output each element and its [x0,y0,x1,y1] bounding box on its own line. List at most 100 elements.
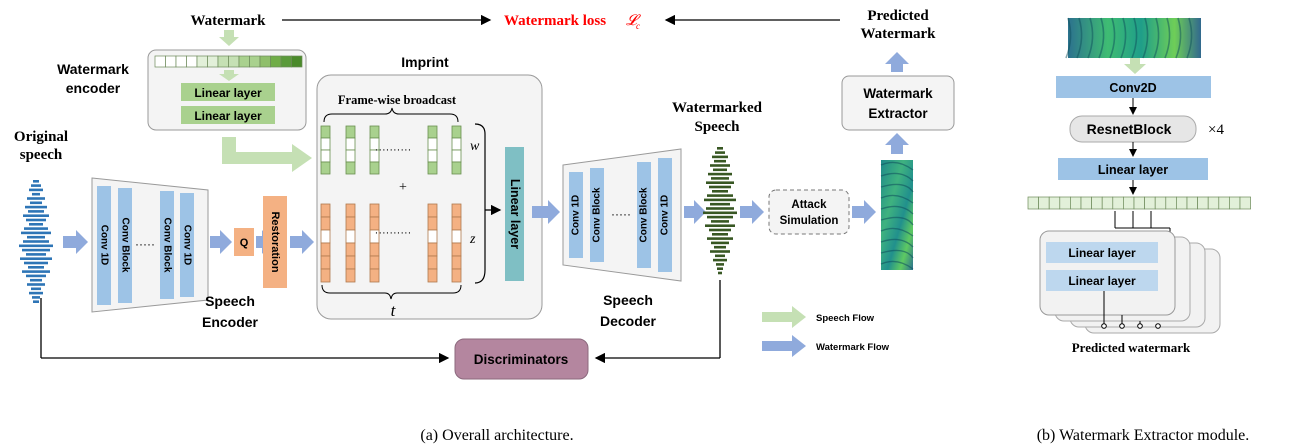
waveform-bar [712,155,728,159]
speech-feature-cell [427,229,438,244]
head-linear-layer-1 [1046,242,1158,263]
conv2d-label: Conv2D [1109,81,1156,95]
watermark-feature-cell [427,125,438,139]
waveform-bar [32,192,40,196]
speech-feature-cell [427,242,438,257]
attack-simulation-label-line2: Simulation [780,215,839,227]
speech-feature-cell [345,255,356,270]
dec-conv1d-block [569,172,583,258]
watermark-flow-arrow [210,230,232,254]
predicted-watermark-label: Predicted watermark [1072,340,1191,355]
spectrogram-stripe [1164,17,1171,59]
discriminators-label: Discriminators [474,352,569,367]
loss-subscript: c [636,21,640,31]
output-pins [1101,291,1161,329]
z-label: z [469,232,476,247]
waveform-bar [24,227,48,230]
feature-bit-cell [1207,196,1220,210]
watermark-flow-arrow [532,200,560,224]
w-dots: ·········· [375,144,412,156]
waveform-bar [707,194,733,197]
wm-encoder-linear-layer-2 [181,106,275,124]
waveform-bar [21,231,51,235]
spectrogram-stripe [880,194,914,204]
waveform-bar [19,244,53,248]
caption-b: (b) Watermark Extractor module. [1037,427,1250,444]
waveform-bar [713,258,727,262]
predicted-label-line1: Predicted [867,8,929,24]
speech-feature-cell [369,268,380,283]
resnet-label: ResnetBlock [1087,121,1172,137]
spectrogram-stripe [1087,17,1094,59]
speech-feature-cell [451,242,462,257]
head-linear-layer-1-label: Linear layer [1068,246,1136,260]
speech-feature-cell [345,268,356,283]
feature-bit-cell [1218,196,1230,210]
watermark-feature-cell [369,125,380,139]
waveform-bar [717,147,723,150]
legend-speech-flow-arrow [762,306,806,328]
watermarked-speech-label-line1: Watermarked [672,100,763,116]
spectrogram-stripe [880,227,914,237]
waveform-bar [29,188,43,192]
feature-bit-cell [1186,196,1198,210]
extractor-linear-layer [1058,158,1208,180]
speech-feature-cell [345,242,356,257]
w-label: w [470,139,480,154]
t-label: t [391,301,397,320]
speech-feature-cell [320,216,331,231]
waveform-bar [32,296,40,299]
watermark-feature-cell [451,161,462,175]
watermark-flow-arrow [740,200,764,224]
waveform-bar [711,241,729,245]
feature-bit-cell [1197,196,1209,210]
waveform-bar [29,223,43,226]
enc-conv1d-block-2 [180,193,194,297]
waveform-bar [718,271,722,275]
speech-feature-cell [320,203,331,218]
quantizer-block [234,228,254,256]
feature-bit-cell [1091,196,1103,210]
speech-feature-cell [451,216,462,231]
feature-bit-cell [1038,196,1050,210]
spectrogram-stripe [1098,17,1105,59]
spectrogram-stripe [1142,17,1149,59]
waveform-bar [30,201,42,205]
feature-bit-cell [1229,196,1241,210]
speech-feature-cell [345,229,356,244]
z-dots: ·········· [375,227,412,239]
feature-bit-cell [1144,196,1156,210]
imprint-right-brace [474,123,486,284]
feature-bit-cell [1101,196,1114,210]
watermark-feature-columns [320,125,462,175]
attacked-spectrogram-texture [880,161,914,270]
legend-speech-flow-label: Speech Flow [816,313,875,324]
waveform-bar [27,235,45,239]
caption-a: (a) Overall architecture. [420,427,573,444]
watermark-bit-cell [238,55,250,68]
spectrogram-stripe [880,172,914,182]
speech-encoder-label-line2: Encoder [202,314,259,330]
speech-feature-cell [451,268,462,283]
imprint-label: Imprint [401,54,449,70]
resnet-times: ×4 [1208,122,1224,138]
spectrogram-stripe [880,205,914,215]
spectrogram-stripe [1109,17,1116,59]
feature-bit-cell [1112,196,1124,210]
speech-feature-cell [320,242,331,257]
waveform-bar [703,211,737,215]
waveform-bar [22,270,50,273]
spectrogram-stripe [1120,17,1127,59]
waveform-bar [33,180,39,183]
waveform-bar [25,205,47,209]
waveform-bar [712,190,728,193]
feature-bit-cell [1059,196,1071,210]
extractor-linear-label: Linear layer [1098,163,1168,177]
feature-bit-cell [1239,196,1251,210]
waveform-bar [709,185,731,189]
speech-feature-cell [427,255,438,270]
speech-feature-columns [320,203,462,283]
dec-conv1d-block-2 [658,158,672,272]
waveform-bar [709,228,731,232]
loss-label: Watermark loss [504,13,606,29]
